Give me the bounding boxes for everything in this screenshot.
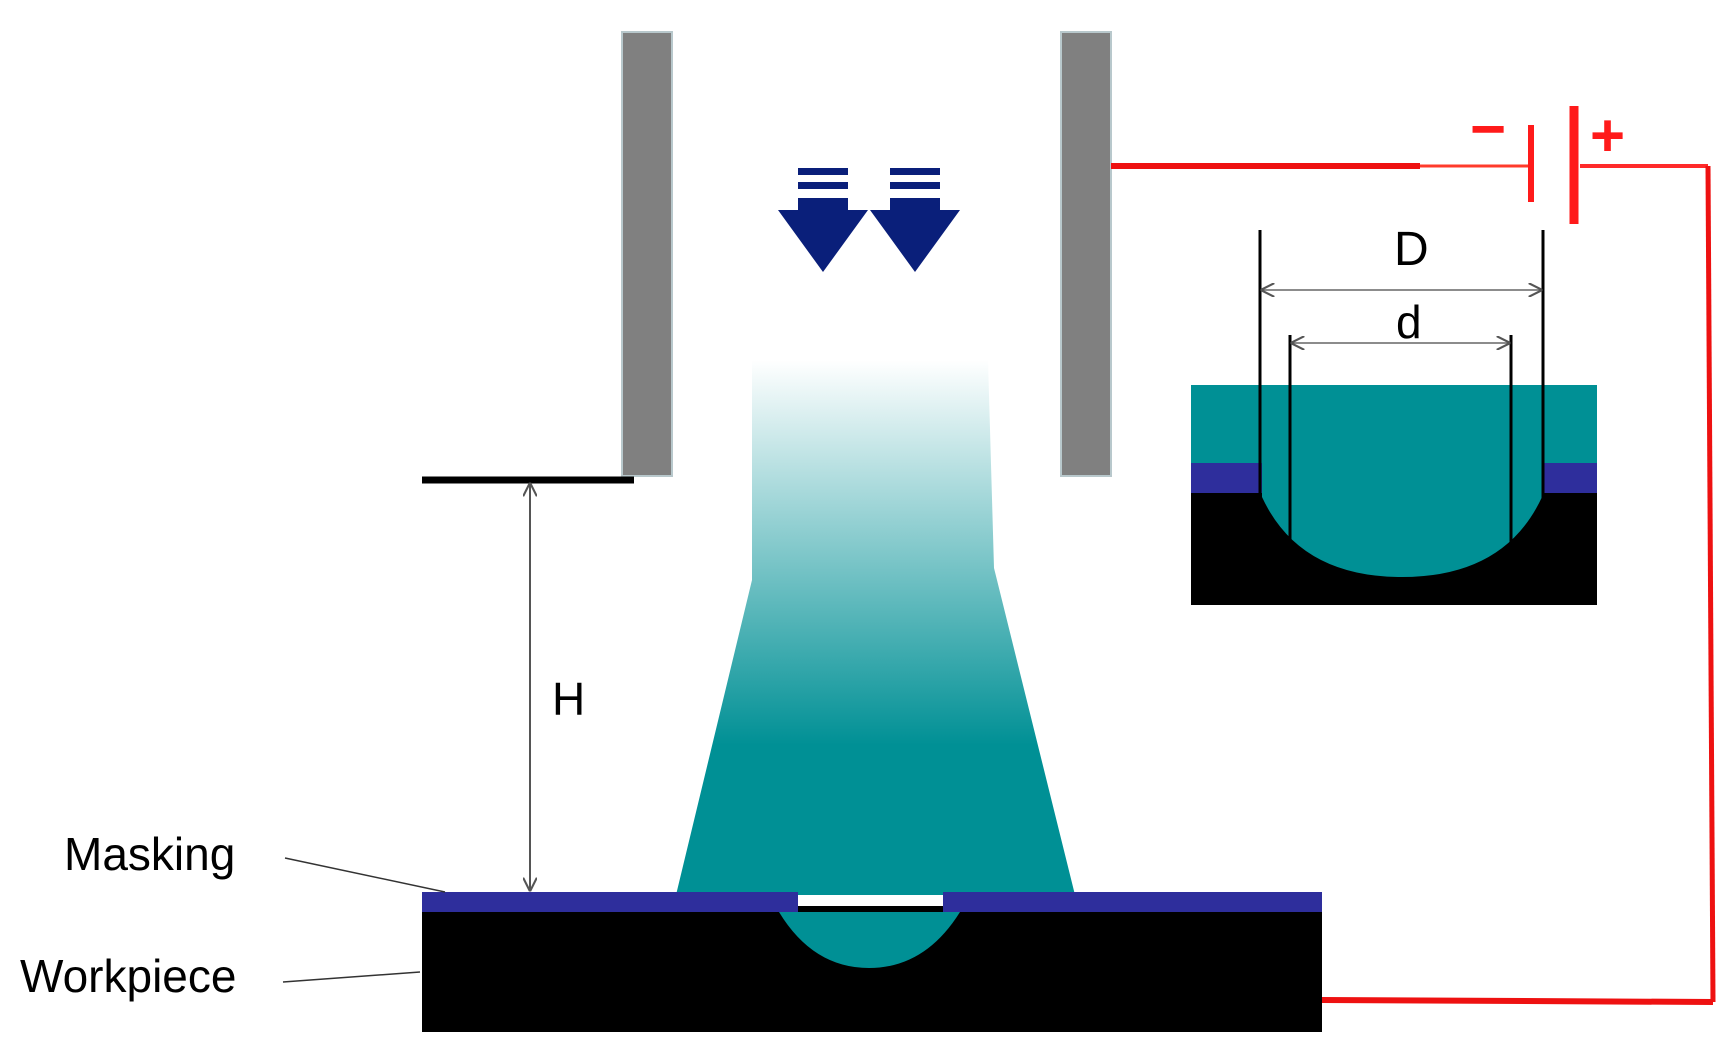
inset-cross-section: [1191, 230, 1597, 605]
workpiece-label: Workpiece: [20, 950, 236, 1002]
battery-icon: [1528, 106, 1579, 224]
masking-layer-left: [422, 892, 798, 912]
masking-leader-line: [284, 857, 446, 893]
electrical-circuit: [1111, 163, 1716, 1005]
negative-terminal-label: −: [1470, 95, 1506, 164]
nozzle-wall-right: [1060, 31, 1112, 477]
machined-cavity: [779, 912, 960, 968]
positive-terminal-label: +: [1590, 102, 1625, 169]
inner-diameter-label: d: [1396, 296, 1422, 348]
masking-label: Masking: [64, 828, 235, 880]
nozzle-wall-left: [621, 31, 673, 477]
flow-arrow-icon-right: [870, 168, 960, 272]
flow-arrow-icon-left: [778, 168, 868, 272]
electrolyte-jet: [676, 360, 1075, 895]
outer-diameter-label: D: [1394, 223, 1429, 276]
workpiece-leader-line: [282, 971, 421, 983]
height-label: H: [552, 673, 585, 725]
masking-layer-right: [943, 892, 1322, 912]
